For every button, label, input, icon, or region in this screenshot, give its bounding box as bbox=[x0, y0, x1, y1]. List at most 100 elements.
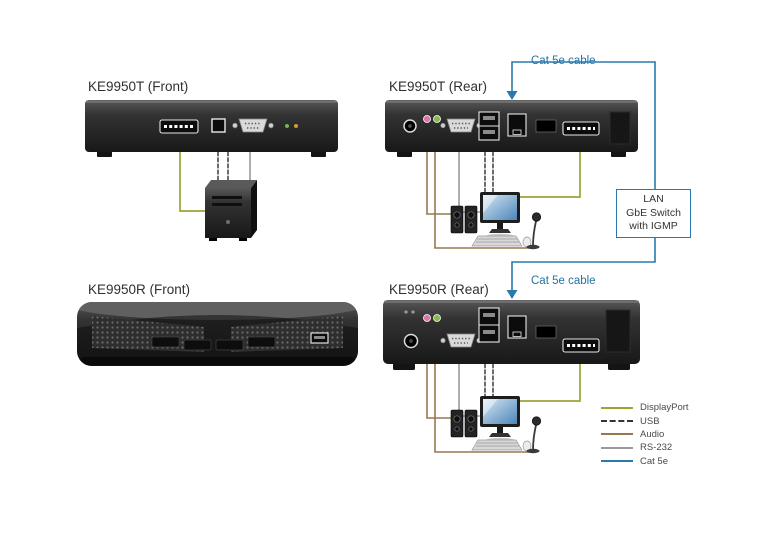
pc-drive-bay bbox=[212, 203, 242, 206]
legend-row-usb: USB bbox=[601, 414, 689, 427]
pc-tower-top bbox=[205, 180, 257, 188]
speaker-cone bbox=[467, 211, 475, 219]
device-art-ke9950t-rear bbox=[385, 100, 638, 157]
power-switch-block bbox=[609, 111, 631, 145]
device-foot bbox=[397, 151, 412, 157]
pc-drive-bay bbox=[212, 196, 242, 199]
led-icon bbox=[404, 310, 408, 314]
pc-foot bbox=[239, 238, 247, 241]
monitor-glare bbox=[483, 195, 498, 213]
db9-port bbox=[446, 118, 476, 133]
dc-power-pin bbox=[409, 339, 413, 343]
cable-displayport-t-rear bbox=[519, 151, 581, 198]
cable-displayport-t-front bbox=[179, 151, 206, 212]
monitor-stand bbox=[497, 223, 503, 230]
device-art-ke9950r-front bbox=[77, 302, 358, 366]
speaker bbox=[450, 205, 464, 234]
device-top-highlight bbox=[86, 100, 337, 103]
led-amber-icon bbox=[294, 124, 298, 128]
device-foot bbox=[393, 363, 415, 370]
cable-rs232-r-rear bbox=[458, 363, 481, 417]
bottom-shadow bbox=[80, 357, 355, 365]
usb-tongue bbox=[483, 313, 495, 317]
label-ke9950r-front: KE9950R (Front) bbox=[88, 282, 191, 297]
usb-tongue bbox=[483, 116, 495, 120]
db9-screw bbox=[232, 122, 238, 129]
usb-tongue bbox=[314, 336, 325, 339]
device-foot bbox=[608, 363, 630, 370]
rj45-notch bbox=[512, 129, 522, 135]
db9-screw bbox=[440, 337, 446, 344]
usb-tongue bbox=[483, 130, 495, 134]
microphone-head bbox=[531, 212, 542, 222]
db9-screw bbox=[440, 122, 446, 129]
label-cat5e-cable-top: Cat 5e cable bbox=[531, 55, 596, 67]
device-foot bbox=[311, 151, 326, 157]
cat5e-arrow-bottom-icon bbox=[506, 290, 518, 299]
cable-rs232-t-rear bbox=[458, 151, 481, 213]
expansion-slot bbox=[535, 325, 557, 339]
label-ke9950r-rear: KE9950R (Rear) bbox=[389, 282, 489, 297]
monitor-base bbox=[489, 229, 511, 233]
rj45-port bbox=[507, 315, 527, 339]
speaker-cone bbox=[454, 222, 460, 228]
db9-port bbox=[446, 333, 476, 348]
legend-label-usb: USB bbox=[640, 415, 660, 427]
front-button bbox=[247, 336, 276, 348]
displayport-port bbox=[562, 338, 600, 353]
pc-foot bbox=[209, 238, 217, 241]
microphone-stem bbox=[532, 220, 537, 247]
cable-audio-r-rear-mic bbox=[434, 363, 530, 453]
legend-label-audio: Audio bbox=[640, 428, 665, 440]
device-foot bbox=[611, 151, 626, 157]
legend-row-audio: Audio bbox=[601, 428, 689, 441]
device-art-ke9950t-front bbox=[85, 100, 338, 157]
cable-audio-r-rear-speakers bbox=[426, 363, 452, 419]
cable-cat5e-bottom bbox=[511, 236, 656, 292]
audio-jack-pink bbox=[423, 115, 431, 123]
legend-label-cat5e: Cat 5e bbox=[640, 455, 668, 467]
legend: DisplayPort USB Audio RS-232 Cat 5e bbox=[601, 401, 689, 468]
pc-tower bbox=[205, 180, 257, 241]
device-face-details bbox=[77, 302, 358, 366]
legend-swatch-cat5e bbox=[601, 460, 633, 463]
speaker-cone bbox=[453, 211, 461, 219]
legend-row-rs232: RS-232 bbox=[601, 441, 689, 454]
displayport-port bbox=[562, 121, 600, 136]
audio-jack-green bbox=[433, 314, 441, 322]
legend-swatch-usb bbox=[601, 420, 633, 423]
cable-audio-t-rear-speakers bbox=[426, 151, 452, 215]
device-top-highlight bbox=[386, 100, 637, 103]
cable-audio-t-rear-mic bbox=[434, 151, 530, 249]
pc-tower-side bbox=[251, 180, 257, 238]
db9-port bbox=[238, 118, 268, 133]
legend-swatch-rs232 bbox=[601, 446, 633, 449]
led-green-icon bbox=[285, 124, 289, 128]
switch-box-line3: with IGMP bbox=[629, 220, 678, 233]
legend-swatch-audio bbox=[601, 433, 633, 436]
keyboard-keys bbox=[476, 238, 520, 243]
legend-row-cat5e: Cat 5e bbox=[601, 455, 689, 468]
speaker bbox=[464, 205, 478, 234]
device-top-highlight bbox=[384, 300, 639, 303]
label-cat5e-cable-bottom: Cat 5e cable bbox=[531, 275, 596, 287]
power-switch-block bbox=[605, 309, 631, 353]
connection-lines bbox=[179, 61, 656, 453]
legend-label-displayport: DisplayPort bbox=[640, 402, 689, 414]
audio-jack-green bbox=[433, 115, 441, 123]
expansion-slot bbox=[535, 119, 557, 133]
usb-tongue bbox=[483, 330, 495, 334]
top-sheen bbox=[77, 302, 358, 320]
microphone-base bbox=[526, 244, 540, 250]
pc-power-button bbox=[226, 220, 230, 224]
device-foot bbox=[97, 151, 112, 157]
legend-row-displayport: DisplayPort bbox=[601, 401, 689, 414]
workstation-1 bbox=[450, 192, 542, 250]
led-icon bbox=[411, 310, 415, 314]
switch-box-line1: LAN bbox=[643, 192, 664, 205]
cable-displayport-r-rear bbox=[519, 363, 581, 402]
lan-switch-box: LAN GbE Switch with IGMP bbox=[616, 189, 691, 238]
label-ke9950t-rear: KE9950T (Rear) bbox=[389, 79, 488, 94]
